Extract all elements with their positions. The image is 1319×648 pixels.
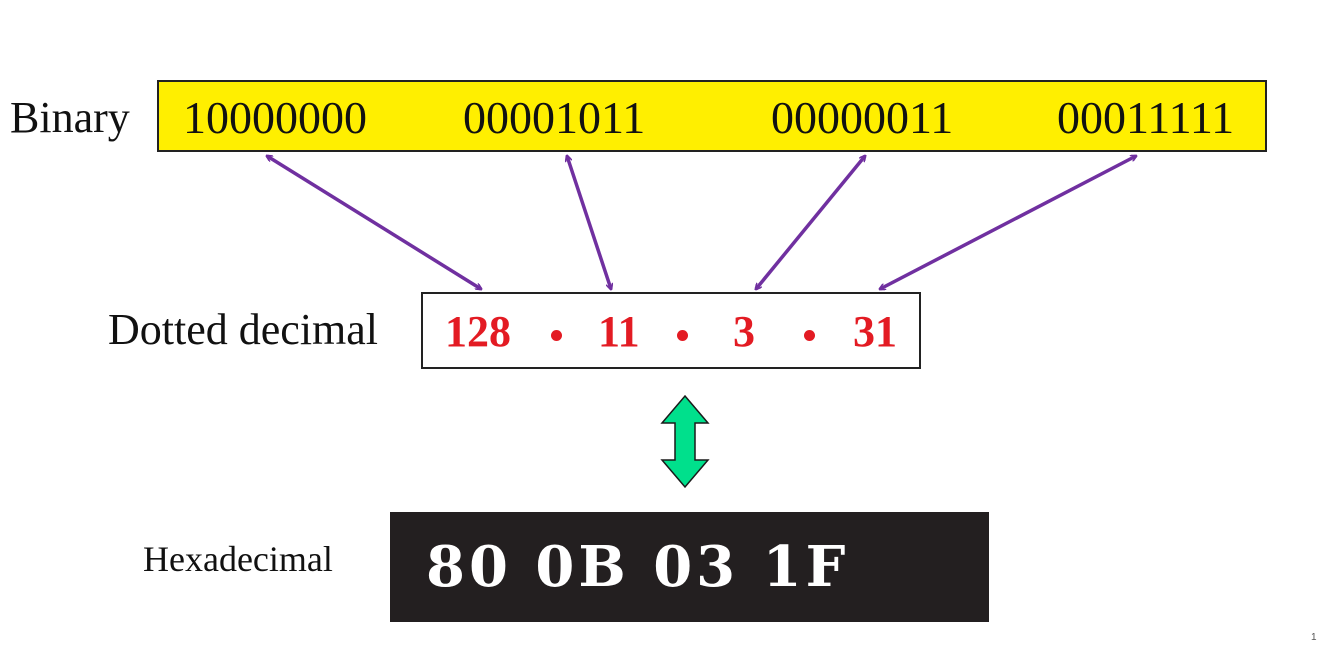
separator-dot-2 [677,330,688,341]
decimal-octet-3: 3 [733,307,755,356]
double-arrow-octet-4 [880,154,1136,291]
hexadecimal-label: Hexadecimal [143,539,333,579]
hexadecimal-box: 80 0B 03 1F [390,512,989,622]
dotted-decimal-label: Dotted decimal [108,305,379,354]
hexadecimal-value: 80 0B 03 1F [426,534,850,600]
binary-box: 10000000 00001011 00000011 00011111 [157,80,1267,152]
binary-octet-1: 10000000 [183,92,367,143]
binary-label: Binary [10,93,130,142]
dotted-decimal-box: 128 11 3 31 [421,292,921,369]
vertical-double-arrow-icon [660,394,710,489]
double-arrow-octet-3 [756,156,865,289]
separator-dot-1 [551,330,562,341]
binary-octet-3: 00000011 [771,92,954,143]
decimal-octet-2: 11 [598,307,640,356]
decimal-octet-1: 128 [445,307,511,356]
decimal-octet-4: 31 [853,307,897,356]
separator-dot-3 [804,330,815,341]
binary-octet-4: 00011111 [1057,92,1235,143]
double-arrow-octet-2 [567,156,611,289]
binary-octet-2: 00001011 [463,92,646,143]
page-number: 1 [1311,632,1317,643]
double-arrow-octet-1 [267,156,481,289]
